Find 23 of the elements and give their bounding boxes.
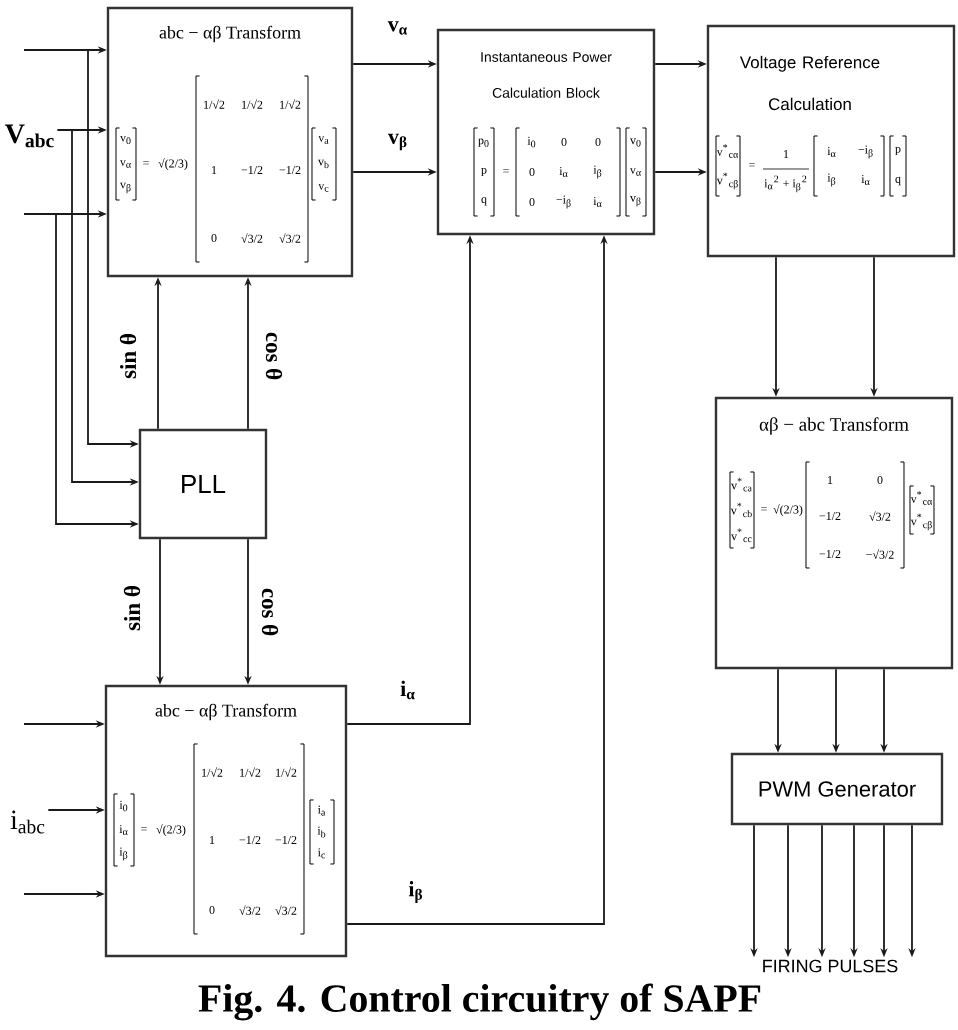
edge-label: i$_{β}$	[407, 880, 425, 904]
block-heading: αβ − abc Transform	[759, 417, 909, 435]
edge-label: sin θ	[122, 584, 142, 632]
edge-label: cos θ	[260, 586, 280, 638]
edge-label: cos θ	[264, 330, 284, 382]
edge-label: sin θ	[118, 332, 138, 380]
block-heading: abc − αβ Transform	[155, 703, 297, 721]
process-box: PWM Generator	[730, 752, 944, 826]
equation-block	[706, 24, 956, 258]
caption: Fig. 4. Control circuitry of SAPF	[198, 983, 761, 1021]
equation-block	[104, 684, 348, 958]
edge-label: i$_{α}$	[399, 679, 417, 701]
input-label: i$_{abc}$	[10, 810, 45, 834]
process-box: PLL	[138, 428, 268, 540]
edge-label: v$_{α}$	[386, 20, 410, 36]
equation-block	[714, 396, 954, 670]
edge-label: v$_{β}$	[387, 132, 409, 152]
output-label: FIRING PULSES	[763, 959, 898, 973]
block-heading: Voltage Reference Calculation	[739, 55, 880, 111]
input-label: V$_{abc}$	[5, 124, 54, 148]
equation-block	[106, 6, 354, 278]
block-heading: abc − αβ Transform	[159, 25, 301, 43]
equation-block	[436, 28, 656, 236]
